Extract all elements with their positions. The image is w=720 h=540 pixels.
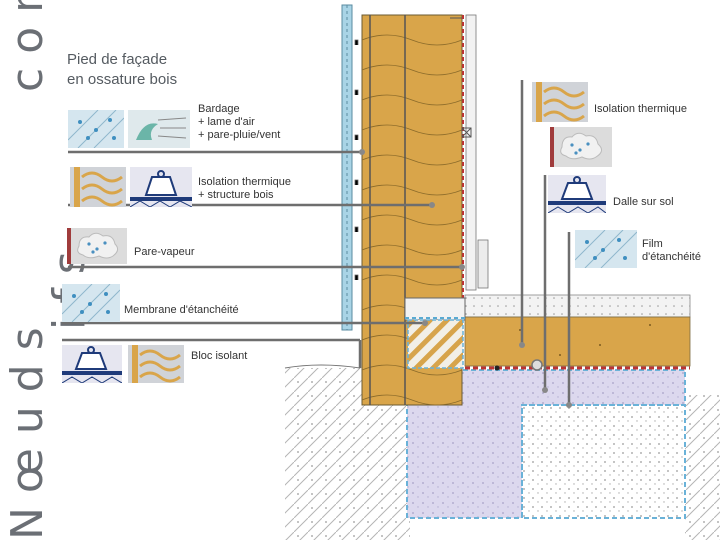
insulating-block (407, 319, 464, 369)
label-bardage: Bardage + lame d'air + pare-pluie/vent (198, 103, 281, 141)
right-rain-icon (574, 229, 638, 273)
label-isolation-structure: Isolation thermique + structure bois (198, 176, 291, 201)
label-membrane: Membrane d'étanchéité (124, 304, 239, 316)
block-weight-icon (61, 345, 123, 388)
label-right-film: Film d'étanchéité (642, 238, 701, 263)
page-title: Pied de façade en ossature bois (67, 51, 178, 88)
right-vapor-icon (550, 127, 612, 172)
insulation-wave-icon (70, 167, 126, 212)
right-weight-icon (547, 175, 607, 218)
label-right-dalle: Dalle sur sol (613, 196, 674, 208)
gravel-bed (521, 404, 686, 519)
block-insulation-icon (128, 345, 184, 388)
leader-lines-right (520, 80, 571, 405)
wind-icon (128, 110, 190, 153)
cladding (341, 4, 359, 331)
vapor-icon (67, 228, 127, 269)
label-bloc-isolant: Bloc isolant (191, 350, 248, 362)
leader-dots (359, 149, 465, 326)
floor-slab (464, 294, 691, 370)
rain-icon (67, 109, 125, 153)
label-right-isolation: Isolation thermique (594, 103, 687, 115)
right-insulation-icon (532, 82, 588, 127)
inner-lining (465, 14, 477, 291)
membrane-rain-icon (61, 283, 121, 327)
weight-icon (129, 167, 193, 212)
leader-lines-left (62, 150, 462, 368)
label-pare-vapeur: Pare-vapeur (134, 246, 195, 258)
